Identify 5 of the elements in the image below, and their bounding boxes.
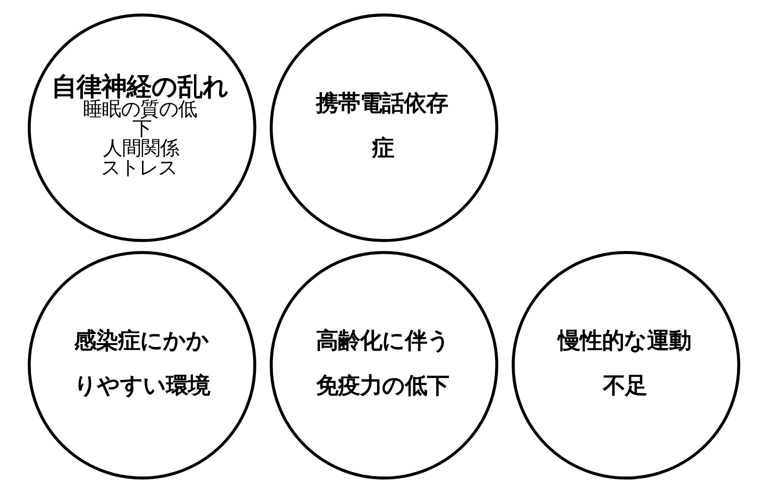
node-circle: 携帯電話依存症 bbox=[269, 12, 498, 242]
node-circle: 高齢化に伴う免疫力の低下 bbox=[269, 250, 498, 480]
node-circle: 慢性的な運動不足 bbox=[511, 250, 740, 480]
node-circle: 感染症にかかりやすい環境 bbox=[27, 250, 256, 480]
node-circle: 自律神経の乱れ 睡眠の質の低下 人間関係 ストレス bbox=[27, 12, 256, 242]
